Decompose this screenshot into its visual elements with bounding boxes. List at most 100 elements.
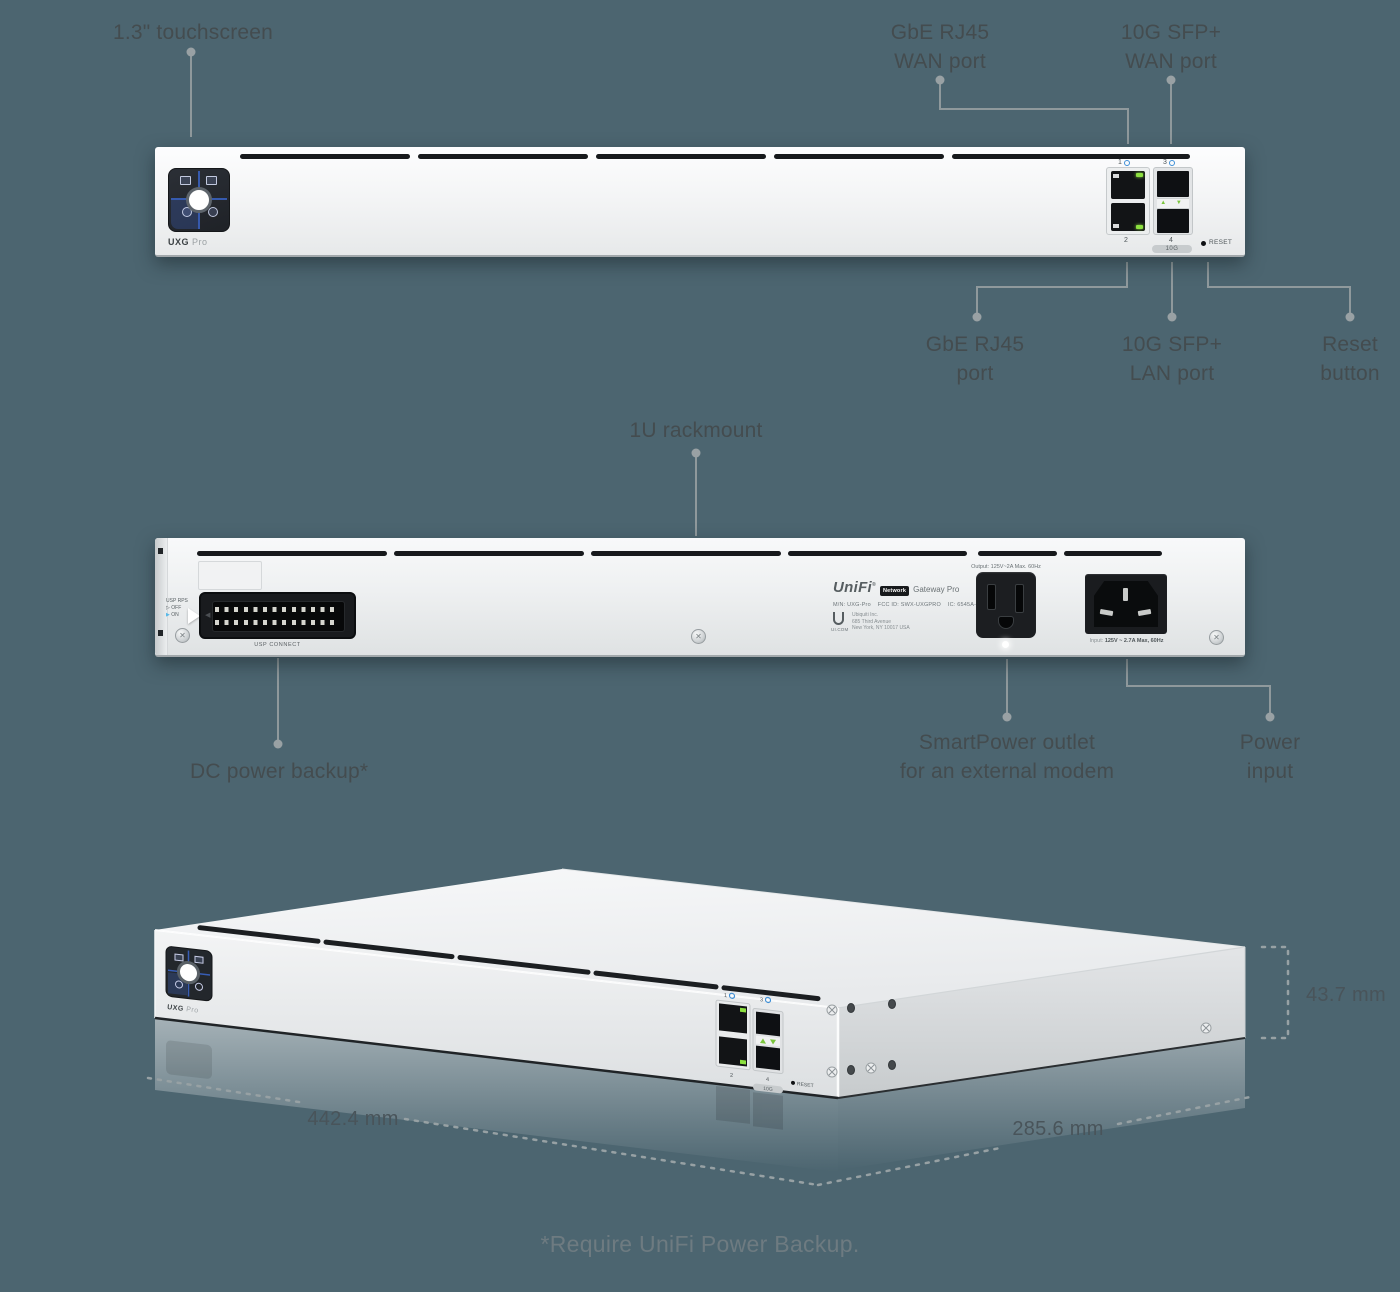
dimension-depth: 285.6 mm — [1012, 1118, 1104, 1140]
vent-slot — [197, 551, 387, 556]
model-label: UXG Pro — [168, 237, 208, 247]
info-icon — [208, 207, 218, 217]
vent-slot — [418, 154, 588, 159]
product-name: Gateway Pro — [913, 585, 960, 594]
sfp-cage-3[interactable] — [1157, 171, 1189, 197]
dimension-lines — [146, 945, 1290, 1187]
outlet-ground-hole — [998, 616, 1014, 629]
dimension-height: 43.7 mm — [1306, 984, 1386, 1006]
vent-slot — [596, 154, 766, 159]
speed-badge: 10G — [1152, 245, 1192, 253]
svg-text:RESET: RESET — [797, 1081, 814, 1089]
svg-text:2: 2 — [730, 1073, 733, 1079]
vent-slot — [240, 154, 410, 159]
dimension-width: 442.4 mm — [307, 1108, 399, 1130]
touchscreen-display[interactable] — [168, 168, 230, 232]
touchscreen-3d — [165, 946, 213, 1002]
port3-label: 3 — [1163, 159, 1175, 166]
screw: ✕ — [1209, 630, 1224, 645]
connector-recess — [212, 601, 345, 632]
port4-label: 4 — [1169, 237, 1173, 244]
stats-icon — [180, 176, 191, 185]
outlet-status-led — [1002, 641, 1009, 648]
callout-touchscreen: 1.3" touchscreen — [112, 21, 274, 44]
reflection-right — [838, 1038, 1245, 1170]
svg-text:3: 3 — [760, 997, 763, 1003]
power-inlet-c14[interactable] — [1085, 574, 1167, 634]
input-spec-label: Input: 125V ~ 2.7A Max, 60Hz — [1089, 638, 1164, 644]
ubiquiti-logo — [833, 612, 844, 625]
arrow-indicator — [188, 608, 200, 624]
clock-icon — [182, 207, 192, 217]
branding: UniFi® Network Gateway Pro — [833, 579, 959, 596]
vent-slot — [978, 551, 1057, 556]
pin-row — [215, 607, 340, 612]
unifi-logo: UniFi® — [833, 579, 876, 596]
port2-led — [1136, 225, 1143, 229]
screw: ✕ — [175, 628, 190, 643]
port2-label: 2 — [1124, 237, 1128, 244]
perspective-view: UXG Pro 1 3 2 4 10G RESET — [146, 868, 1290, 1187]
port1-label: 1 — [1118, 159, 1130, 166]
rack-hole — [158, 548, 163, 554]
smartpower-outlet[interactable] — [976, 572, 1036, 638]
screen-center-button — [186, 187, 212, 213]
sfp-markers: ▲ ▼ — [1157, 198, 1189, 209]
usp-dc-connector[interactable]: ◀ — [199, 592, 356, 639]
usp-rps-indicator: USP RPS ▷ OFF ▶ ON — [166, 598, 188, 618]
rj45-port-block[interactable] — [1106, 167, 1150, 235]
vent-slot — [591, 551, 781, 556]
rj45-latch — [1113, 224, 1119, 228]
vent-slot — [788, 551, 967, 556]
vent-slot — [394, 551, 584, 556]
svg-text:4: 4 — [766, 1077, 769, 1083]
device-front-face — [155, 930, 838, 1098]
sfp-cage-4[interactable] — [1157, 209, 1189, 233]
inlet-prong — [1123, 588, 1128, 601]
vent-slot — [1064, 551, 1162, 556]
vent-slot — [774, 154, 944, 159]
outlet-spec-label: Output: 125V~2A Max. 60Hz — [971, 564, 1041, 570]
port1-led — [1136, 173, 1143, 177]
front-panel-device: UXG Pro 1 3 ▲ ▼ 2 4 10G RESET — [155, 147, 1245, 257]
network-badge: Network — [879, 586, 910, 596]
callout-sfp-lan: 10G SFP+LAN port — [1121, 333, 1223, 385]
rj45-latch — [1113, 174, 1119, 178]
display-icon — [206, 176, 217, 185]
reset-button[interactable] — [1201, 241, 1206, 246]
vent-slots-3d — [197, 925, 821, 1002]
svg-text:1: 1 — [724, 993, 727, 999]
wan-icon — [1168, 159, 1175, 166]
pin-row — [215, 620, 340, 625]
outlet-slot — [1015, 584, 1024, 613]
reflection-front — [155, 1018, 838, 1172]
ui-com-label: UI.COM — [831, 627, 849, 632]
label-plate — [198, 561, 262, 590]
outlet-slot — [987, 584, 996, 610]
device-right-face — [838, 947, 1245, 1098]
rear-panel-device: USP RPS ▷ OFF ▶ ON ✕ ◀ USP CONNECT ✕ ✕ U… — [155, 538, 1245, 657]
callout-dc-backup: DC power backup* — [190, 760, 369, 783]
wan-icon — [1123, 159, 1130, 166]
rack-hole — [158, 630, 163, 636]
ports-3d: 1 3 2 4 10G RESET — [715, 992, 814, 1094]
rack-ear-strip — [155, 538, 168, 655]
side-mount-holes — [826, 999, 1212, 1078]
reset-label: RESET — [1209, 239, 1233, 246]
vent-slot — [952, 154, 1190, 159]
model-label-3d: UXG Pro — [167, 1004, 199, 1015]
footnote: *Require UniFi Power Backup. — [540, 1231, 860, 1257]
callout-sfp-wan: 10G SFP+WAN port — [1120, 21, 1222, 73]
connector-arrow-icon: ◀ — [205, 612, 211, 619]
usp-connect-label: USP CONNECT — [254, 642, 301, 648]
sfp-port-block[interactable]: ▲ ▼ — [1153, 167, 1193, 235]
screw: ✕ — [691, 629, 706, 644]
callout-rackmount: 1U rackmount — [629, 419, 763, 442]
svg-text:10G: 10G — [763, 1086, 773, 1093]
